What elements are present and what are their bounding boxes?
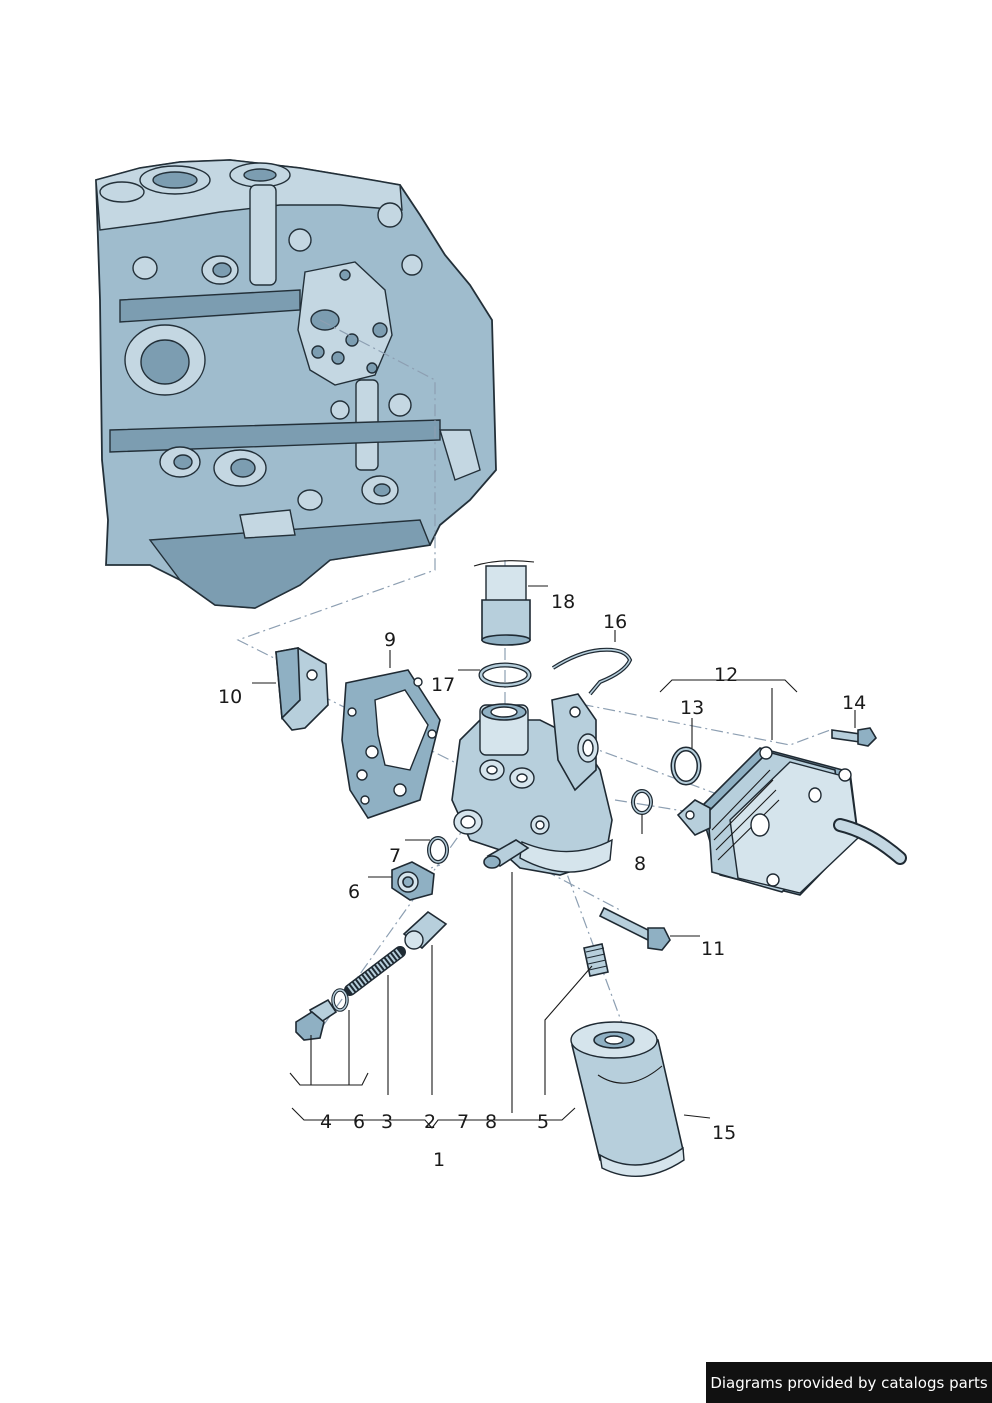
label-12: 12	[714, 664, 738, 686]
label-7-bottom: 7	[457, 1111, 469, 1133]
label-2: 2	[424, 1111, 436, 1133]
label-7-seal: 7	[389, 845, 401, 867]
part-oil-cooler-12	[676, 746, 907, 896]
credit-text: Diagrams provided by catalogs parts	[710, 1373, 988, 1392]
label-10: 10	[218, 686, 242, 708]
part-spring-3	[344, 946, 406, 996]
label-14: 14	[842, 692, 866, 714]
credit-banner: Diagrams provided by catalogs parts	[706, 1362, 992, 1403]
callout-labels: 1 2 3 4 5 6 6 7 7 8 8 9 10 11 12 13 14 1…	[218, 591, 866, 1171]
label-16: 16	[603, 611, 627, 633]
label-4: 4	[320, 1111, 332, 1133]
part-gasket-9	[341, 669, 441, 819]
part-pipe-18	[473, 560, 535, 646]
part-oil-filter-15	[570, 1021, 685, 1178]
label-17: 17	[431, 674, 455, 696]
label-9: 9	[384, 629, 396, 651]
label-8-bottom: 8	[485, 1111, 497, 1133]
part-sleeve-2	[402, 910, 448, 950]
label-13: 13	[680, 697, 704, 719]
part-bracket-10	[275, 647, 329, 731]
part-oil-filter-housing	[451, 693, 613, 876]
label-1: 1	[433, 1149, 445, 1171]
part-plug-6	[391, 861, 435, 901]
label-15: 15	[712, 1122, 736, 1144]
label-11: 11	[701, 938, 725, 960]
label-6-bottom: 6	[353, 1111, 365, 1133]
label-5: 5	[537, 1111, 549, 1133]
part-screw-plug-4	[295, 998, 338, 1041]
label-18: 18	[551, 591, 575, 613]
engine-block	[95, 159, 497, 609]
label-6-plug: 6	[348, 881, 360, 903]
leader-lines	[252, 585, 856, 1129]
part-bolt-14	[831, 727, 878, 747]
part-bolt-11	[598, 906, 671, 951]
label-3: 3	[381, 1111, 393, 1133]
label-8-ring: 8	[634, 853, 646, 875]
